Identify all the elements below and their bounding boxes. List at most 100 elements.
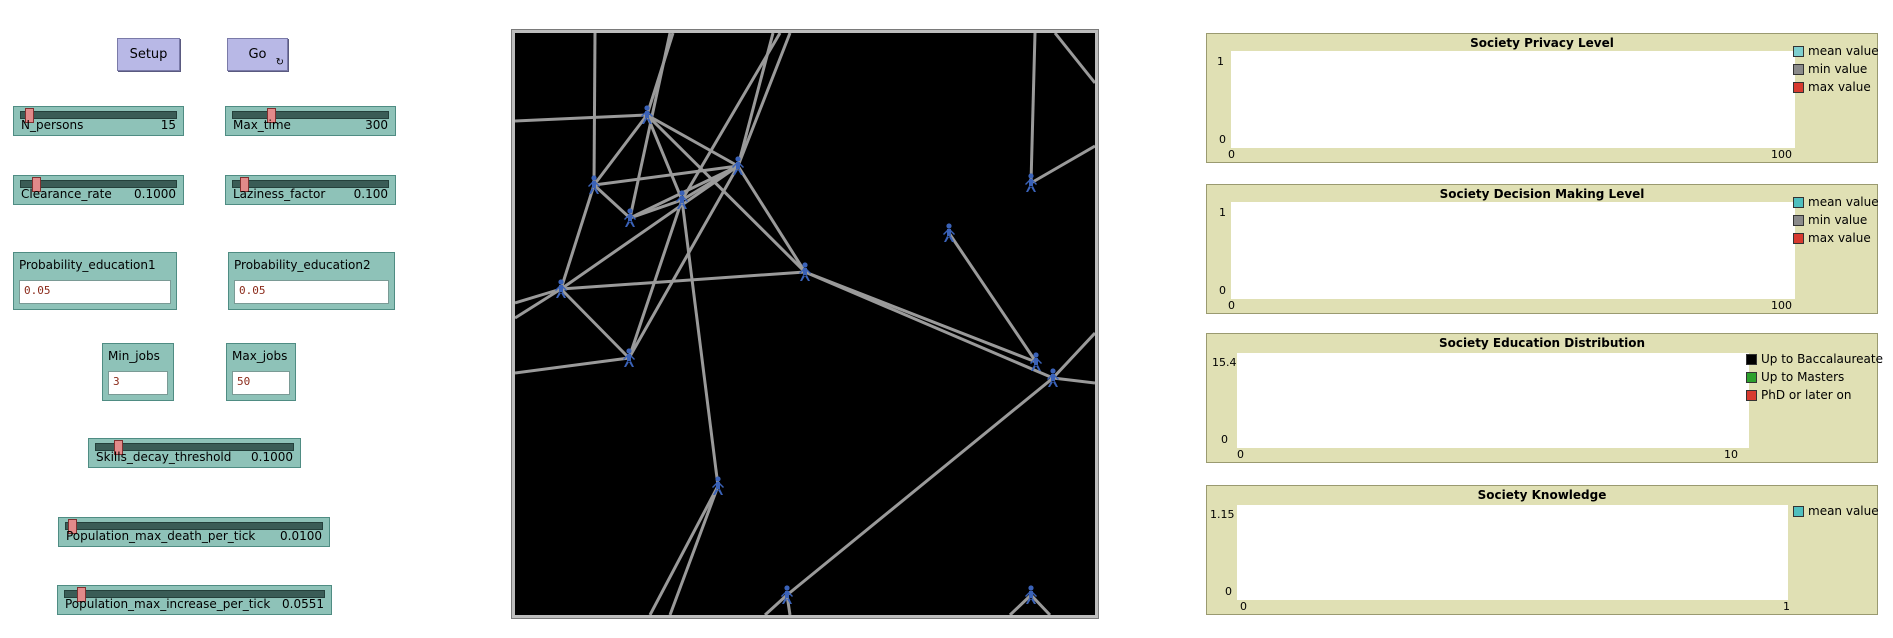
link-line: [515, 113, 648, 123]
slider-skills-decay-threshold[interactable]: Skills_decay_threshold 0.1000: [88, 438, 301, 468]
x-min-tick: 0: [1240, 600, 1247, 613]
legend-swatch: [1746, 371, 1757, 383]
slider-n-persons[interactable]: N_persons 15: [13, 106, 184, 136]
slider-thumb[interactable]: [267, 108, 276, 123]
slider-track[interactable]: [20, 180, 177, 188]
slider-label: Skills_decay_threshold: [96, 450, 232, 464]
legend-swatch: [1746, 389, 1757, 401]
slider-label: Max_time: [233, 118, 291, 132]
forever-arrows-icon: ↻: [275, 57, 284, 68]
person-icon: [1025, 585, 1037, 604]
slider-track[interactable]: [64, 590, 325, 598]
slider-track[interactable]: [95, 443, 294, 451]
link-line: [1029, 593, 1052, 615]
world-view[interactable]: [511, 29, 1099, 619]
legend-item: max value: [1793, 229, 1879, 247]
go-button[interactable]: Go ↻: [227, 38, 288, 71]
slider-clearance-rate[interactable]: Clearance_rate 0.1000: [13, 175, 184, 205]
slider-value: 15: [160, 118, 176, 132]
legend-item: PhD or later on: [1746, 386, 1883, 404]
link-line: [645, 113, 807, 274]
slider-laziness-factor[interactable]: Laziness_factor 0.100: [225, 175, 396, 205]
plot-area: [1231, 51, 1795, 148]
slider-value: 0.1000: [134, 187, 176, 201]
legend-label: mean value: [1808, 504, 1879, 518]
link-line: [515, 356, 630, 375]
slider-label: Laziness_factor: [233, 187, 326, 201]
slider-track[interactable]: [20, 111, 177, 119]
plot-legend: mean value: [1793, 502, 1879, 520]
legend-swatch: [1793, 45, 1804, 57]
input-max-jobs: Max_jobs 50: [226, 343, 296, 401]
input-min-jobs: Min_jobs 3: [102, 343, 174, 401]
plot-title: Society Privacy Level: [1470, 36, 1614, 50]
link-line: [1008, 593, 1033, 615]
legend-item: mean value: [1793, 502, 1879, 520]
link-line: [1052, 376, 1095, 385]
probability-education1-field[interactable]: 0.05: [19, 280, 171, 304]
probability-education2-field[interactable]: 0.05: [234, 280, 389, 304]
y-max-tick: 1: [1217, 55, 1224, 68]
link-line: [592, 33, 597, 186]
legend-label: PhD or later on: [1761, 388, 1852, 402]
slider-value: 0.100: [353, 187, 388, 201]
legend-swatch: [1793, 232, 1804, 244]
link-line: [627, 165, 740, 359]
slider-thumb[interactable]: [68, 519, 77, 534]
x-max-tick: 10: [1724, 448, 1738, 461]
slider-thumb[interactable]: [77, 587, 86, 602]
input-label: Probability_education1: [19, 258, 156, 272]
link-line: [592, 114, 649, 186]
slider-max-time[interactable]: Max_time 300: [225, 106, 396, 136]
link-line: [736, 33, 792, 167]
y-min-tick: 0: [1221, 433, 1228, 446]
person-icon: [641, 105, 653, 124]
plot-legend: mean value min value max value: [1793, 193, 1879, 247]
legend-label: mean value: [1808, 195, 1879, 209]
legend-label: min value: [1808, 62, 1868, 76]
plot-society-knowledge: Society Knowledge 1.15 0 0 1 mean value: [1206, 485, 1879, 615]
slider-thumb[interactable]: [114, 440, 123, 455]
link-line: [785, 594, 792, 615]
y-max-tick: 15.4: [1212, 356, 1237, 369]
link-line: [627, 199, 684, 359]
max-jobs-field[interactable]: 50: [232, 371, 290, 395]
slider-label: N_persons: [21, 118, 84, 132]
link-line: [593, 164, 739, 187]
x-max-tick: 1: [1783, 600, 1790, 613]
x-max-tick: 100: [1771, 148, 1792, 161]
world-canvas: [515, 33, 1095, 615]
slider-thumb[interactable]: [240, 177, 249, 192]
y-min-tick: 0: [1219, 284, 1226, 297]
x-min-tick: 0: [1228, 299, 1235, 312]
link-line: [1053, 33, 1095, 84]
person-icon: [732, 156, 744, 175]
min-jobs-field[interactable]: 3: [108, 371, 168, 395]
slider-label: Population_max_increase_per_tick: [65, 597, 271, 611]
legend-label: min value: [1808, 213, 1868, 227]
input-label: Max_jobs: [232, 349, 288, 363]
slider-population-max-death[interactable]: Population_max_death_per_tick 0.0100: [58, 517, 330, 547]
legend-item: mean value: [1793, 42, 1879, 60]
slider-population-max-increase[interactable]: Population_max_increase_per_tick 0.0551: [57, 585, 332, 615]
slider-value: 0.0551: [282, 597, 324, 611]
slider-track[interactable]: [65, 522, 323, 530]
person-icon: [943, 223, 955, 242]
person-icon: [781, 585, 793, 604]
slider-thumb[interactable]: [25, 108, 34, 123]
slider-thumb[interactable]: [32, 177, 41, 192]
link-line: [786, 376, 1054, 597]
link-line: [1029, 33, 1037, 184]
slider-track[interactable]: [232, 180, 389, 188]
y-max-tick: 1.15: [1210, 508, 1235, 521]
link-line: [1051, 331, 1095, 380]
slider-label: Population_max_death_per_tick: [66, 529, 256, 543]
person-icon: [623, 348, 635, 367]
person-icon: [712, 476, 724, 495]
slider-track[interactable]: [232, 111, 389, 119]
setup-button[interactable]: Setup: [117, 38, 180, 71]
setup-button-label: Setup: [129, 47, 168, 62]
legend-label: max value: [1808, 80, 1871, 94]
link-line: [668, 485, 720, 615]
slider-value: 0.1000: [251, 450, 293, 464]
